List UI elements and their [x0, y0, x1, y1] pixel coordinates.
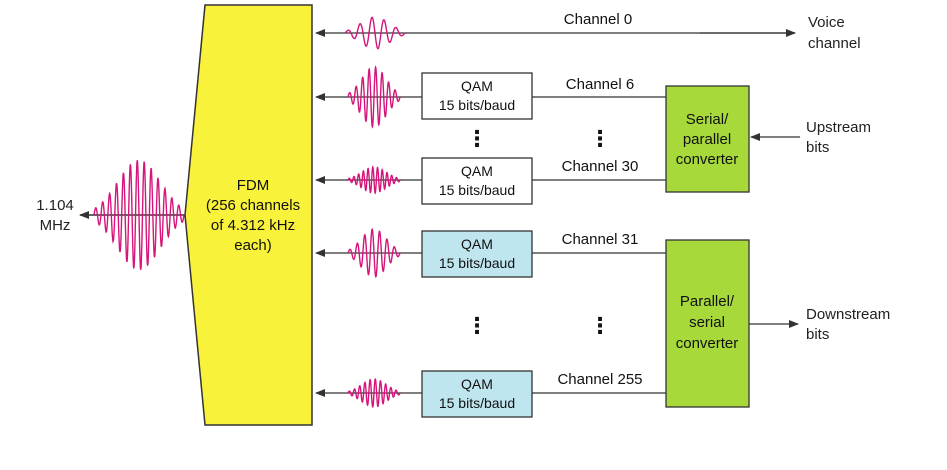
channel30-waveform — [347, 165, 401, 195]
channel31-label: Channel 31 — [562, 231, 639, 248]
downstream-label-line1: Downstream — [806, 306, 890, 323]
qam-box-channel30 — [421, 157, 533, 205]
parallel-serial-line2: serial — [689, 314, 725, 331]
fdm-block — [184, 4, 313, 426]
qam-box-channel30-rate: 15 bits/baud — [439, 182, 515, 198]
qam-box-channel30-title: QAM — [461, 163, 493, 179]
fdm-label-line4: each) — [234, 237, 272, 254]
qam-box-channel255 — [421, 370, 533, 418]
serial-parallel-converter — [665, 85, 750, 193]
qam-box-channel6-rate: 15 bits/baud — [439, 97, 515, 113]
qam-box-channel255-rate: 15 bits/baud — [439, 395, 515, 411]
fdm-label-line2: (256 channels — [206, 197, 300, 214]
downstream-channel-ellipsis: ⋮ — [589, 313, 611, 338]
channel6-label: Channel 6 — [566, 76, 634, 93]
upstream-qam-ellipsis: ⋮ — [466, 126, 488, 151]
serial-parallel-line1: Serial/ — [686, 111, 729, 128]
qam-box-channel31 — [421, 230, 533, 278]
qam-box-channel31-rate: 15 bits/baud — [439, 255, 515, 271]
channel255-label: Channel 255 — [557, 371, 642, 388]
output-unit-label: MHz — [40, 217, 71, 234]
downstream-label-line2: bits — [806, 326, 829, 343]
parallel-serial-line3: converter — [676, 335, 739, 352]
channel31-waveform — [347, 228, 401, 278]
channel6-waveform — [347, 65, 401, 129]
voice-label-line1: Voice — [808, 14, 845, 31]
voice-label-line2: channel — [808, 35, 861, 52]
parallel-serial-converter — [665, 239, 750, 408]
upstream-label-line1: Upstream — [806, 119, 871, 136]
fdm-label-line1: FDM — [237, 177, 270, 194]
channel30-label: Channel 30 — [562, 158, 639, 175]
fdm-label-line3: of 4.312 kHz — [211, 217, 295, 234]
serial-parallel-line3: converter — [676, 151, 739, 168]
qam-box-channel31-title: QAM — [461, 236, 493, 252]
parallel-serial-line1: Parallel/ — [680, 293, 735, 310]
downstream-qam-ellipsis: ⋮ — [466, 313, 488, 338]
qam-box-channel6 — [421, 72, 533, 120]
serial-parallel-line2: parallel — [683, 131, 731, 148]
upstream-label-line2: bits — [806, 139, 829, 156]
channel0-label: Channel 0 — [564, 11, 632, 28]
upstream-channel-ellipsis: ⋮ — [589, 126, 611, 151]
channel0-waveform — [344, 16, 406, 50]
channel255-waveform — [347, 378, 401, 408]
output-freq-label: 1.104 — [36, 197, 74, 214]
qam-box-channel6-title: QAM — [461, 78, 493, 94]
output-waveform — [93, 160, 185, 270]
qam-box-channel255-title: QAM — [461, 376, 493, 392]
